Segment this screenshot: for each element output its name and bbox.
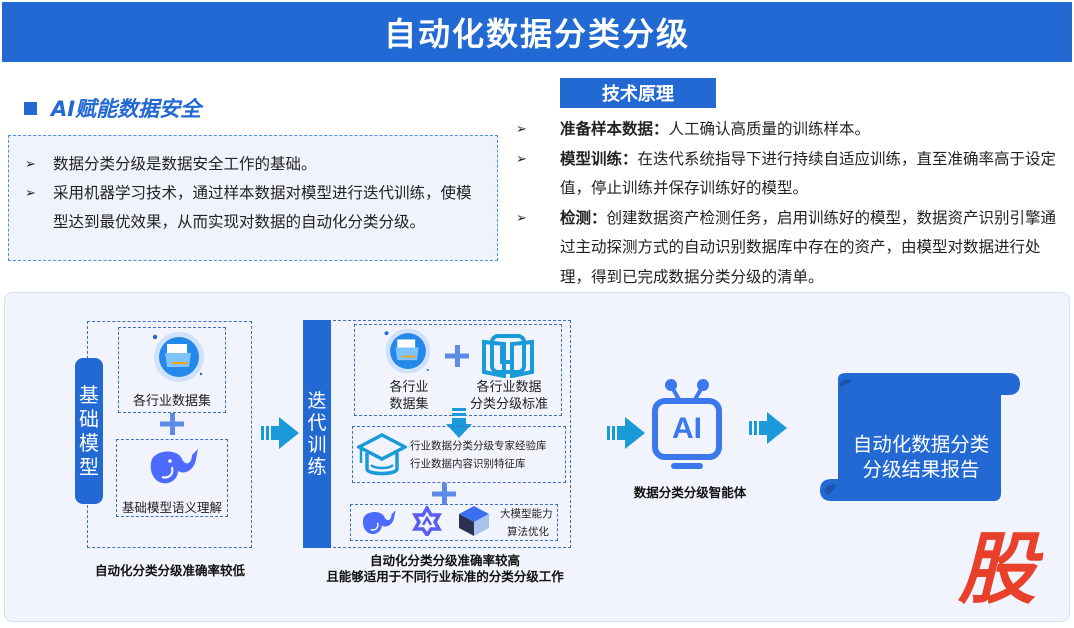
pillar-char: 基 bbox=[79, 383, 99, 407]
intro-bullet: ➢ 数据分类分级是数据安全工作的基础。 bbox=[25, 150, 497, 179]
whale-icon bbox=[362, 510, 396, 535]
tech-item-title: 检测： bbox=[560, 208, 607, 227]
arrow-down-icon bbox=[446, 408, 472, 438]
tech-item: ➢ 检测：创建数据资产检测任务，启用训练好的模型，数据资产识别引擎通过主动探测方… bbox=[516, 204, 1072, 293]
report-scroll-icon bbox=[820, 373, 1020, 501]
standard-label: 各行业数据 分类分级标准 bbox=[462, 379, 556, 413]
pillar-char: 训 bbox=[307, 434, 327, 456]
llm-capability-label: 大模型能力 bbox=[500, 508, 553, 520]
report-title: 自动化数据分类 分级结果报告 bbox=[828, 432, 1014, 482]
tech-item-title: 准备样本数据： bbox=[560, 120, 669, 138]
arrow-bullet-icon: ➢ bbox=[25, 186, 36, 201]
report-title-line: 自动化数据分类 bbox=[852, 433, 990, 456]
standard-label-line: 各行业数据 bbox=[476, 380, 542, 395]
stage2-caption-line: 自动化分类分级准确率较高 bbox=[369, 553, 520, 568]
pillar-char: 型 bbox=[79, 455, 99, 479]
folder-icon bbox=[384, 328, 431, 374]
watermark-logo: 股 bbox=[958, 525, 1037, 615]
square-bullet-icon bbox=[24, 101, 37, 115]
tech-item: ➢ 模型训练：在迭代系统指导下进行持续自适应训练，直至准确率高于设定值，停止训练… bbox=[516, 145, 1072, 204]
stage1-caption: 自动化分类分级准确率较低 bbox=[94, 563, 245, 578]
arrow-bullet-icon: ➢ bbox=[25, 157, 36, 172]
stage2-caption-line: 且能够适用于不同行业标准的分类分级工作 bbox=[326, 569, 564, 584]
section-heading: AI赋能数据安全 bbox=[24, 93, 201, 123]
graduation-cap-icon bbox=[357, 433, 407, 476]
ai-agent-icon: AI bbox=[651, 377, 723, 475]
feature-kb-label: 行业数据内容识别特征库 bbox=[410, 458, 526, 470]
section-heading-text: AI赋能数据安全 bbox=[51, 97, 202, 121]
ai-agent-label: 数据分类分级智能体 bbox=[633, 485, 747, 500]
algorithm-label: 算法优化 bbox=[507, 526, 549, 538]
llm-box bbox=[350, 504, 558, 541]
model-label: 基础模型语义理解 bbox=[121, 500, 222, 515]
plus-icon bbox=[160, 413, 184, 435]
arrow-bullet-icon: ➢ bbox=[516, 151, 527, 167]
tech-principle-list: ➢ 准备样本数据：人工确认高质量的训练样本。 ➢ 模型训练：在迭代系统指导下进行… bbox=[516, 115, 1072, 292]
pillar-char: 代 bbox=[307, 412, 327, 434]
knowledge-box bbox=[352, 426, 566, 483]
tech-item-text: 人工确认高质量的训练样本。 bbox=[668, 120, 871, 138]
expert-kb-label: 行业数据分类分级专家经验库 bbox=[410, 440, 547, 452]
arrow-bullet-icon: ➢ bbox=[516, 122, 527, 137]
plus-icon bbox=[445, 345, 469, 367]
arrow-right-icon bbox=[749, 412, 787, 444]
plus-icon bbox=[432, 483, 456, 505]
intro-bullet: ➢ 采用机器学习技术，通过样本数据对模型进行迭代训练，使模型达到最优效果，从而实… bbox=[25, 179, 497, 237]
base-model-pillar: 基 础 模 型 bbox=[75, 358, 103, 504]
pillar-char: 模 bbox=[79, 431, 99, 455]
pillar-char: 练 bbox=[307, 456, 327, 478]
intro-box: ➢ 数据分类分级是数据安全工作的基础。 ➢ 采用机器学习技术，通过样本数据对模型… bbox=[8, 135, 498, 261]
folder-icon bbox=[152, 332, 204, 382]
book-icon bbox=[482, 334, 534, 378]
star-model-icon bbox=[412, 506, 442, 536]
arrow-bullet-icon: ➢ bbox=[516, 210, 527, 226]
iterative-training-bar: 迭 代 训 练 bbox=[303, 320, 331, 548]
tech-item-text: 创建数据资产检测任务，启用训练好的模型，数据资产识别引擎通过主动探测方式的自动识… bbox=[560, 208, 1057, 286]
ai-icon-text: AI bbox=[672, 412, 702, 445]
dataset-label-line: 各行业 bbox=[389, 380, 429, 395]
whale-icon bbox=[150, 449, 198, 484]
tech-principle-tag: 技术原理 bbox=[560, 78, 716, 108]
model-box bbox=[116, 439, 228, 517]
dataset-label: 各行业 数据集 bbox=[374, 379, 444, 413]
dataset-label: 各行业数据集 bbox=[132, 394, 211, 409]
page-title: 自动化数据分类分级 bbox=[2, 2, 1072, 62]
report-title-line: 分级结果报告 bbox=[862, 458, 980, 481]
arrow-right-icon bbox=[607, 417, 645, 449]
intro-bullet-text: 数据分类分级是数据安全工作的基础。 bbox=[53, 155, 317, 173]
arrow-right-icon bbox=[261, 417, 299, 449]
pillar-char: 础 bbox=[79, 407, 99, 431]
dataset-label-line: 数据集 bbox=[389, 397, 429, 412]
pillar-char: 迭 bbox=[307, 390, 327, 412]
tech-item-text: 在迭代系统指导下进行持续自适应训练，直至准确率高于设定值，停止训练并保存训练好的… bbox=[560, 149, 1057, 198]
cube-icon bbox=[459, 506, 489, 536]
dataset-box bbox=[118, 327, 226, 413]
intro-bullet-text: 采用机器学习技术，通过样本数据对模型进行迭代训练，使模型达到最优效果，从而实现对… bbox=[53, 184, 472, 231]
tech-item: ➢ 准备样本数据：人工确认高质量的训练样本。 bbox=[516, 115, 1072, 145]
stage2-caption: 自动化分类分级准确率较高 且能够适用于不同行业标准的分类分级工作 bbox=[300, 553, 590, 585]
tech-item-title: 模型训练： bbox=[560, 149, 638, 168]
standard-label-line: 分类分级标准 bbox=[469, 397, 548, 412]
